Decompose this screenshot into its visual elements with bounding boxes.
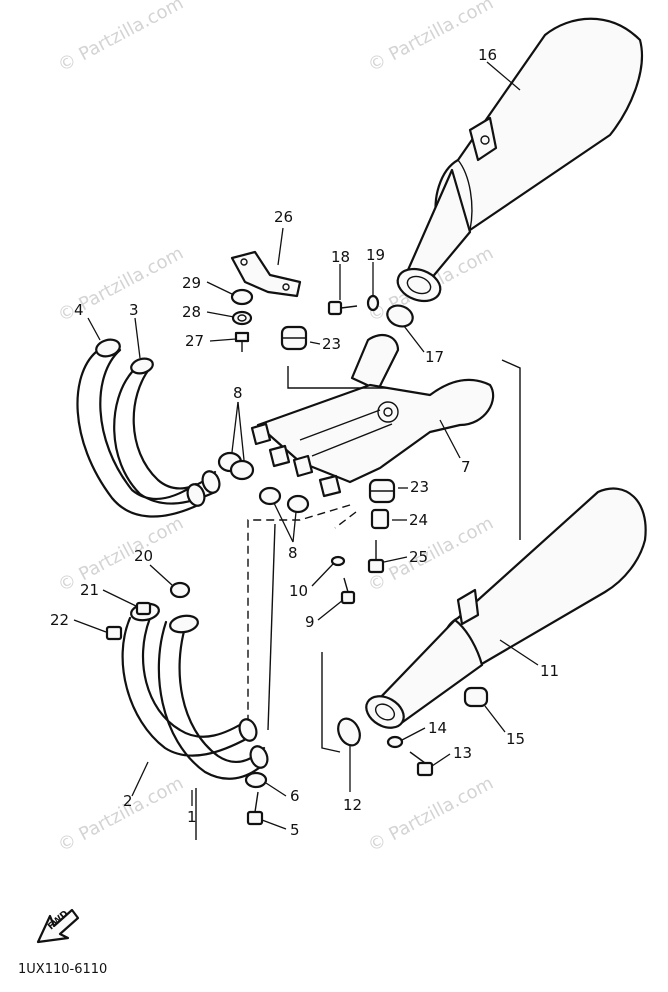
- callout-label: 8: [288, 544, 298, 562]
- leader-lines: [73, 61, 539, 830]
- callout-label: 3: [129, 301, 139, 319]
- gaskets-8-lower: [258, 486, 310, 514]
- callout-label: 27: [185, 332, 204, 350]
- hardware-20-21-22: [105, 581, 191, 641]
- fwd-arrow-icon: FWD: [36, 908, 80, 944]
- callout-label: 26: [274, 208, 293, 226]
- watermark: © Partzilla.com: [54, 773, 187, 857]
- callout-label: 9: [305, 613, 315, 631]
- callout-label: 5: [290, 821, 300, 839]
- bracket-26: [230, 250, 302, 298]
- callout-label: 24: [409, 511, 428, 529]
- callout-label: 16: [478, 46, 497, 64]
- grommet-23-upper: [280, 325, 308, 351]
- callout-label: 14: [428, 719, 447, 737]
- diagram-code: 1UX110-6110: [18, 962, 107, 977]
- callout-labels: 16 26 18 19 29 28 27 23 17 4 3 8 7 23 24…: [50, 46, 559, 839]
- hardware-12-13-14-15: [337, 686, 489, 777]
- lower-muffler: [365, 487, 647, 729]
- callout-label: 1: [187, 808, 197, 826]
- watermark: © Partzilla.com: [364, 773, 497, 857]
- callout-label: 11: [540, 662, 559, 680]
- callout-label: 21: [80, 581, 99, 599]
- exhaust-pipes-3-4: [76, 338, 221, 518]
- mounting-hardware-right: [327, 294, 380, 316]
- callout-label: 7: [461, 458, 471, 476]
- callout-label: 4: [74, 301, 84, 319]
- hardware-9-10: [330, 555, 356, 605]
- clamp-17: [386, 304, 414, 328]
- collector-assembly: [250, 333, 495, 498]
- callout-label: 19: [366, 246, 385, 264]
- upper-muffler: [396, 17, 644, 303]
- callout-label: 10: [289, 582, 308, 600]
- assembly-lines: [247, 359, 521, 753]
- callout-label: 8: [233, 384, 243, 402]
- callout-label: 23: [410, 478, 429, 496]
- watermark: © Partzilla.com: [364, 0, 497, 76]
- gaskets-8-upper: [217, 451, 255, 481]
- callout-label: 22: [50, 611, 69, 629]
- watermark: © Partzilla.com: [54, 513, 187, 597]
- callout-label: 20: [134, 547, 153, 565]
- callout-label: 17: [425, 348, 444, 366]
- watermark: © Partzilla.com: [54, 0, 187, 76]
- callout-label: 15: [506, 730, 525, 748]
- callout-label: 29: [182, 274, 201, 292]
- callout-label: 28: [182, 303, 201, 321]
- callout-label: 6: [290, 787, 300, 805]
- callout-label: 23: [322, 335, 341, 353]
- mounting-hardware-left: [230, 288, 254, 352]
- callout-label: 12: [343, 796, 362, 814]
- callout-label: 13: [453, 744, 472, 762]
- callout-label: 18: [331, 248, 350, 266]
- mount-hardware-23-24-25: [367, 478, 396, 574]
- hardware-5-6: [244, 771, 268, 826]
- callout-label: 25: [409, 548, 428, 566]
- callout-label: 2: [123, 792, 133, 810]
